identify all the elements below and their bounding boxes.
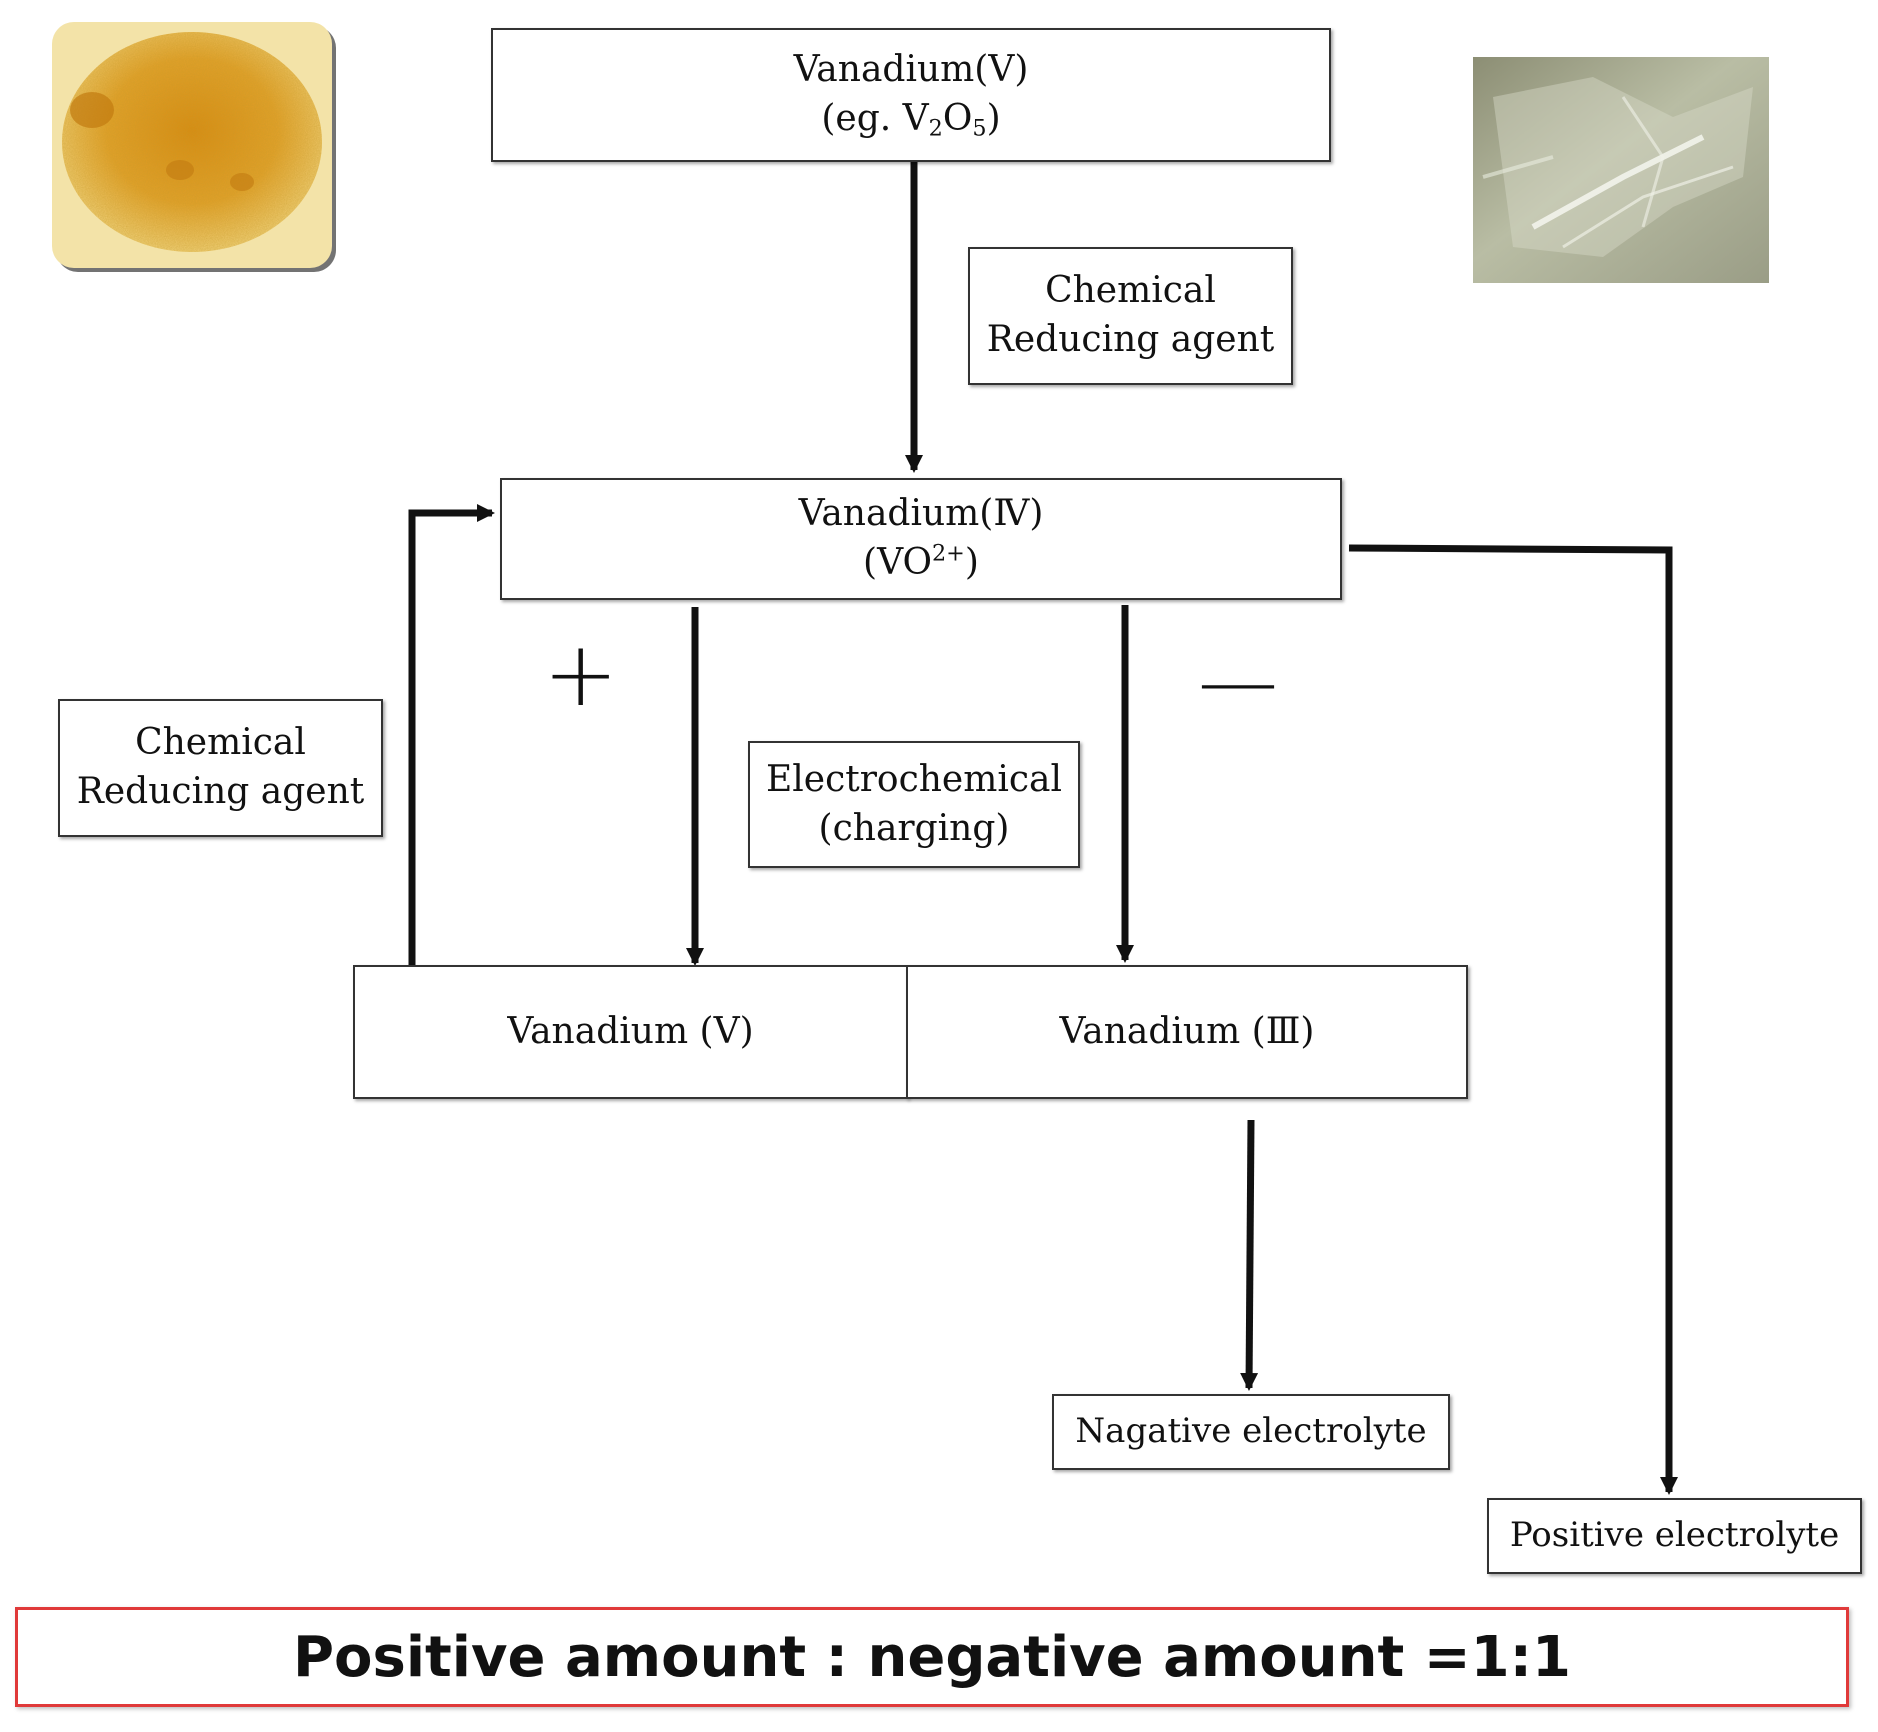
vanadium-iv-label: Vanadium(Ⅳ) (798, 493, 1044, 535)
vanadium-iv-box: Vanadium(Ⅳ) (VO2+) (500, 478, 1342, 600)
chemical-reducing-agent-top-box: Chemical Reducing agent (968, 247, 1293, 385)
positive-electrolyte-label: Positive electrolyte (1509, 1515, 1840, 1556)
vanadium-v-product-label: Vanadium (V) (507, 1010, 754, 1052)
plastic-bag-photo (1473, 57, 1769, 283)
v2o5-powder-photo (52, 22, 336, 272)
reducing-agent-label: Reducing agent (986, 319, 1275, 360)
vanadium-iii-product-box: Vanadium (Ⅲ) (906, 965, 1468, 1099)
chemical-reducing-agent-left-box: Chemical Reducing agent (58, 699, 383, 837)
arrow-v4-to-positive-electrolyte (1348, 544, 1678, 1495)
vanadium-iii-product-label: Vanadium (Ⅲ) (1059, 1010, 1315, 1052)
ratio-statement: Positive amount : negative amount =1:1 (15, 1607, 1849, 1707)
minus-sign: — (1198, 635, 1278, 728)
v2o5-formula: (eg. V2O5) (821, 98, 1001, 142)
reducing-agent-label: Reducing agent (76, 771, 365, 812)
arrow-reduction-loop (408, 504, 495, 975)
electrochemical-charging-box: Electrochemical (charging) (748, 741, 1080, 868)
vo2-ion-formula: (VO2+) (863, 540, 979, 583)
chemical-label: Chemical (135, 722, 306, 764)
vanadium-v-label: Vanadium(V) (793, 49, 1029, 91)
charging-label: (charging) (818, 807, 1010, 849)
positive-electrolyte-box: Positive electrolyte (1487, 1498, 1862, 1574)
negative-electrolyte-label: Nagative electrolyte (1075, 1411, 1427, 1452)
negative-electrolyte-box: Nagative electrolyte (1052, 1394, 1450, 1470)
arrow-v3-to-negative-electrolyte (1240, 1119, 1259, 1391)
ratio-statement-text: Positive amount : negative amount =1:1 (292, 1624, 1572, 1690)
vanadium-v-source-box: Vanadium(V) (eg. V2O5) (491, 28, 1331, 162)
vanadium-v-product-box: Vanadium (V) (353, 965, 908, 1099)
electrochemical-label: Electrochemical (765, 758, 1063, 800)
plus-sign: + (543, 622, 619, 727)
chemical-label: Chemical (1045, 270, 1216, 312)
